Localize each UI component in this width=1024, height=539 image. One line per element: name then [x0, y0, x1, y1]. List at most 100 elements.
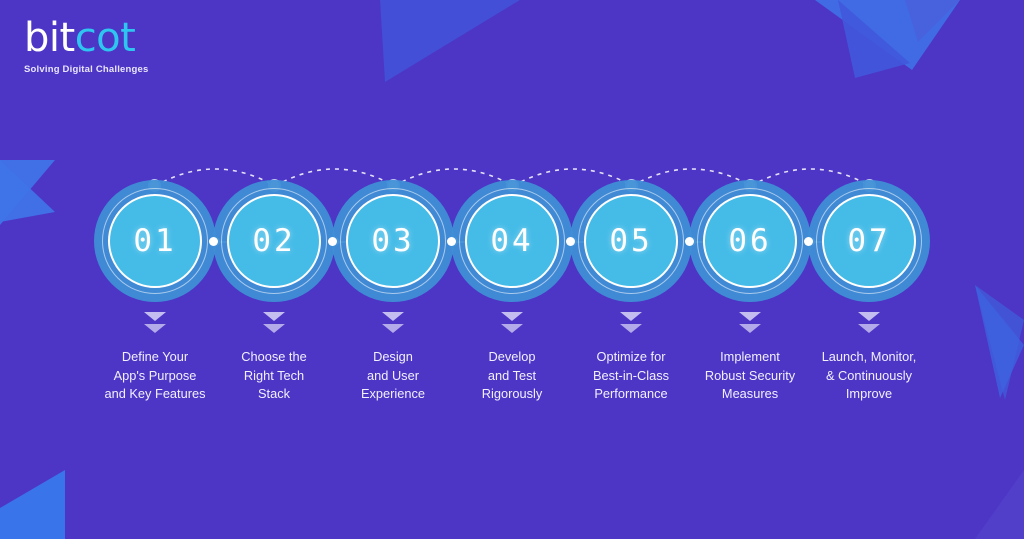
chevron-down-icon-2 [739, 324, 761, 333]
step-circle-05[interactable]: 05 [566, 180, 696, 302]
double-chevron-down-icon [501, 312, 523, 336]
circle-hairline-ring [221, 188, 327, 294]
double-chevron-down-icon [620, 312, 642, 336]
step-circle-03[interactable]: 03 [328, 180, 458, 302]
step-label: Implement Robust Security Measures [675, 348, 825, 404]
step-number: 07 [847, 223, 891, 259]
step-label-line: Stack [257, 386, 290, 402]
bg-triangle-top-center [380, 0, 520, 82]
circle-disc: 03 [346, 194, 440, 288]
circle-disc: 06 [703, 194, 797, 288]
bg-triangle-right-lower-b [975, 285, 1024, 398]
connector-dot-left [209, 237, 218, 246]
bg-triangle-top-right-c [905, 0, 960, 42]
step-label: Launch, Monitor, & Continuously Improve [794, 348, 944, 404]
circle-disc: 01 [108, 194, 202, 288]
chevron-down-icon-1 [382, 312, 404, 321]
step-circle-02[interactable]: 02 [209, 180, 339, 302]
bg-triangle-bottom-right [975, 470, 1024, 539]
step-label-line: Best-in-Class [592, 367, 670, 383]
step-label-line: Rigorously [481, 386, 543, 402]
step-label-line: Design [373, 349, 413, 364]
arc-connectors [154, 168, 871, 187]
step-label-line: & Continuously [825, 367, 913, 383]
step-number: 02 [252, 223, 296, 259]
step-number: 03 [371, 223, 415, 259]
step-label-line: and Test [487, 367, 537, 383]
circle-disc: 05 [584, 194, 678, 288]
step-item-04[interactable]: 04 Develop and Test Rigorously [447, 180, 577, 404]
logo-wordmark: bitcot [24, 18, 224, 58]
step-item-06[interactable]: 06 Implement Robust Security Measures [685, 180, 815, 404]
step-label-line: Launch, Monitor, [821, 349, 917, 364]
logo-text-cot: cot [74, 15, 136, 61]
brand-logo[interactable]: bitcot Solving Digital Challenges [24, 18, 224, 75]
logo-tagline: Solving Digital Challenges [24, 64, 149, 75]
process-timeline: 01 Define Your App's Purpose and Key Fea… [0, 150, 1024, 430]
arc-6 [750, 168, 871, 187]
double-chevron-down-icon [382, 312, 404, 336]
connector-dot-left [566, 237, 575, 246]
chevron-down-icon-1 [620, 312, 642, 321]
step-label: Design and User Experience [318, 348, 468, 404]
step-label: Define Your App's Purpose and Key Featur… [80, 348, 230, 404]
chevron-down-icon-2 [382, 324, 404, 333]
step-label: Optimize for Best-in-Class Performance [556, 348, 706, 404]
step-label-line: Optimize for [596, 349, 666, 364]
step-label-line: Measures [721, 386, 779, 402]
chevron-down-icon-2 [144, 324, 166, 333]
step-nodes: 01 Define Your App's Purpose and Key Fea… [0, 180, 1024, 430]
chevron-down-icon-2 [501, 324, 523, 333]
step-label-line: Performance [594, 386, 668, 402]
circle-hairline-ring [697, 188, 803, 294]
step-number: 04 [490, 223, 534, 259]
chevron-down-icon-1 [263, 312, 285, 321]
step-number: 01 [133, 223, 177, 259]
double-chevron-down-icon [858, 312, 880, 336]
connector-dot-left [804, 237, 813, 246]
step-label-line: Improve [845, 386, 893, 402]
step-label-line: Right Tech [243, 367, 305, 383]
step-label-line: Robust Security [704, 367, 796, 383]
step-item-03[interactable]: 03 Design and User Experience [328, 180, 458, 404]
step-label-line: and User [367, 367, 419, 383]
step-circle-07[interactable]: 07 [804, 180, 930, 302]
arc-1 [154, 168, 276, 187]
step-number: 05 [609, 223, 653, 259]
double-chevron-down-icon [263, 312, 285, 336]
circle-hairline-ring [459, 188, 565, 294]
step-circle-06[interactable]: 06 [685, 180, 815, 302]
step-item-01[interactable]: 01 Define Your App's Purpose and Key Fea… [93, 180, 220, 404]
step-label-line: Implement [720, 349, 780, 364]
double-chevron-down-icon [144, 312, 166, 336]
bg-triangle-bottom-left [0, 470, 65, 539]
chevron-down-icon-2 [858, 324, 880, 333]
step-number: 06 [728, 223, 772, 259]
circle-hairline-ring [816, 188, 922, 294]
bg-triangle-top-right-b [838, 0, 910, 78]
step-label-line: Experience [360, 386, 426, 402]
connector-dot-left [328, 237, 337, 246]
chevron-down-icon-2 [620, 324, 642, 333]
step-label: Choose the Right Tech Stack [199, 348, 349, 404]
step-item-07[interactable]: 07 Launch, Monitor, & Continuously Impro… [804, 180, 931, 404]
circle-disc: 07 [822, 194, 916, 288]
circle-disc: 02 [227, 194, 321, 288]
step-circle-04[interactable]: 04 [447, 180, 577, 302]
chevron-down-icon-2 [263, 324, 285, 333]
arc-2 [274, 168, 395, 187]
step-item-02[interactable]: 02 Choose the Right Tech Stack [209, 180, 339, 404]
arc-4 [512, 168, 633, 187]
logo-text-bit: bit [24, 15, 75, 61]
step-label-line: Define Your [121, 349, 189, 364]
bg-triangle-left-middle-b [0, 160, 55, 222]
chevron-down-icon-1 [739, 312, 761, 321]
step-label-line: and Key Features [104, 386, 206, 402]
circle-hairline-ring [340, 188, 446, 294]
chevron-down-icon-1 [501, 312, 523, 321]
step-circle-01[interactable]: 01 [94, 180, 220, 302]
step-item-05[interactable]: 05 Optimize for Best-in-Class Performanc… [566, 180, 696, 404]
double-chevron-down-icon [739, 312, 761, 336]
